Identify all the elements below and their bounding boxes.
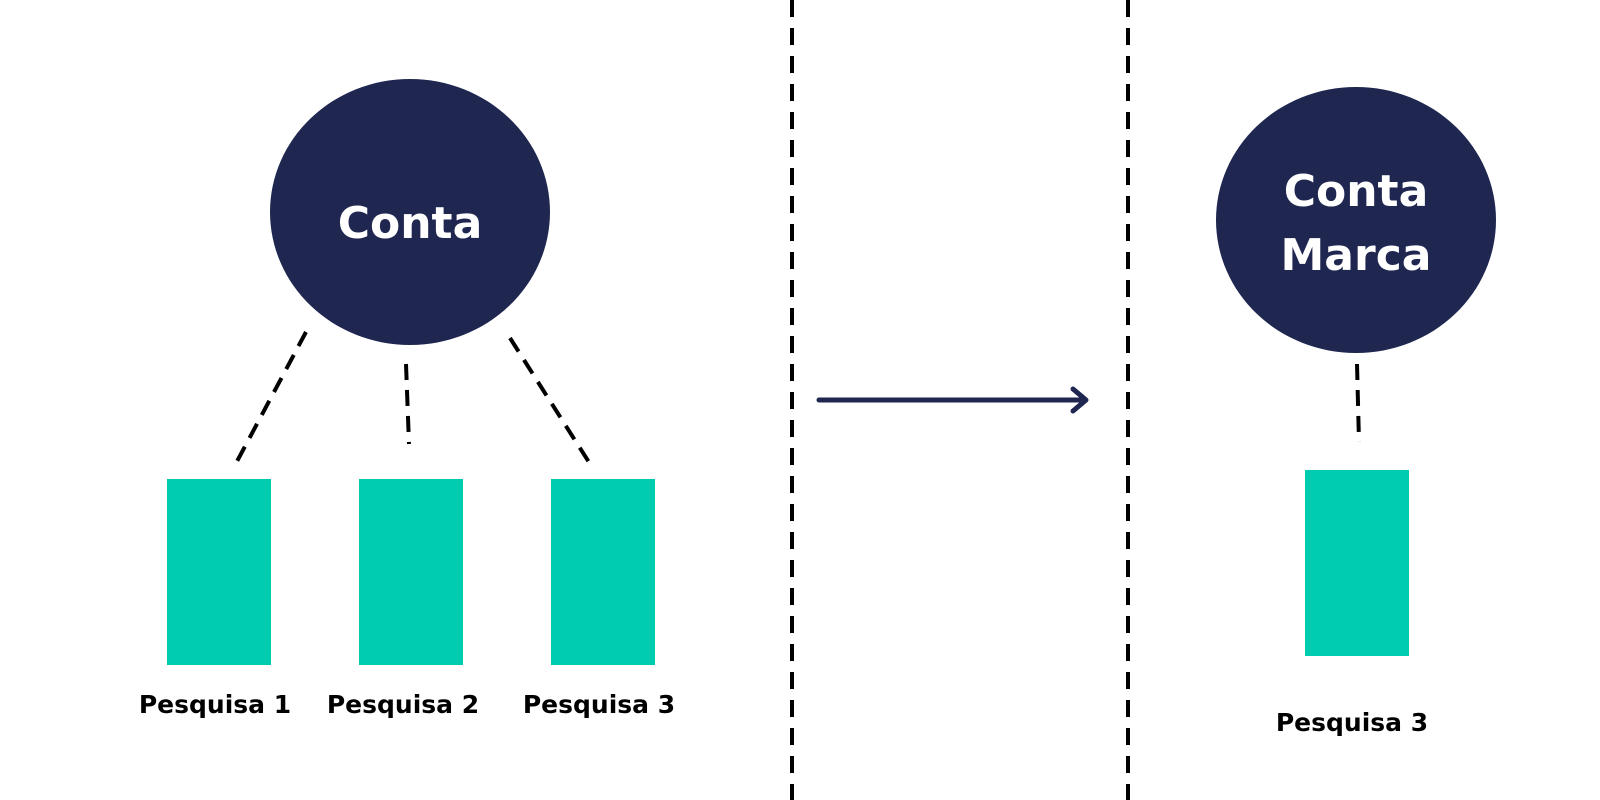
brand-account-label-line-1: Conta — [1284, 166, 1429, 217]
campaign-card — [551, 479, 655, 665]
campaign-label: Pesquisa 3 — [523, 690, 675, 719]
right-arrow-icon — [816, 386, 1089, 414]
campaign-card — [359, 479, 463, 665]
campaign-card — [167, 479, 271, 665]
connector-line — [1355, 363, 1361, 443]
connector-line — [404, 363, 411, 445]
right-panel: Conta Marca Pesquisa 3 — [1216, 87, 1496, 737]
campaign-label: Pesquisa 1 — [139, 690, 291, 719]
campaign-label: Pesquisa 2 — [327, 690, 479, 719]
account-node — [270, 79, 550, 345]
left-panel: Conta Pesquisa 1 Pesquisa 2 Pesquisa 3 — [139, 79, 675, 719]
account-node-label: Conta — [338, 198, 483, 249]
brand-account-node — [1216, 87, 1496, 353]
campaign-card — [1305, 470, 1409, 656]
connector-line — [508, 336, 594, 469]
campaign-label: Pesquisa 3 — [1276, 708, 1428, 737]
connector-line — [232, 331, 308, 468]
brand-account-label-line-2: Marca — [1281, 230, 1432, 281]
